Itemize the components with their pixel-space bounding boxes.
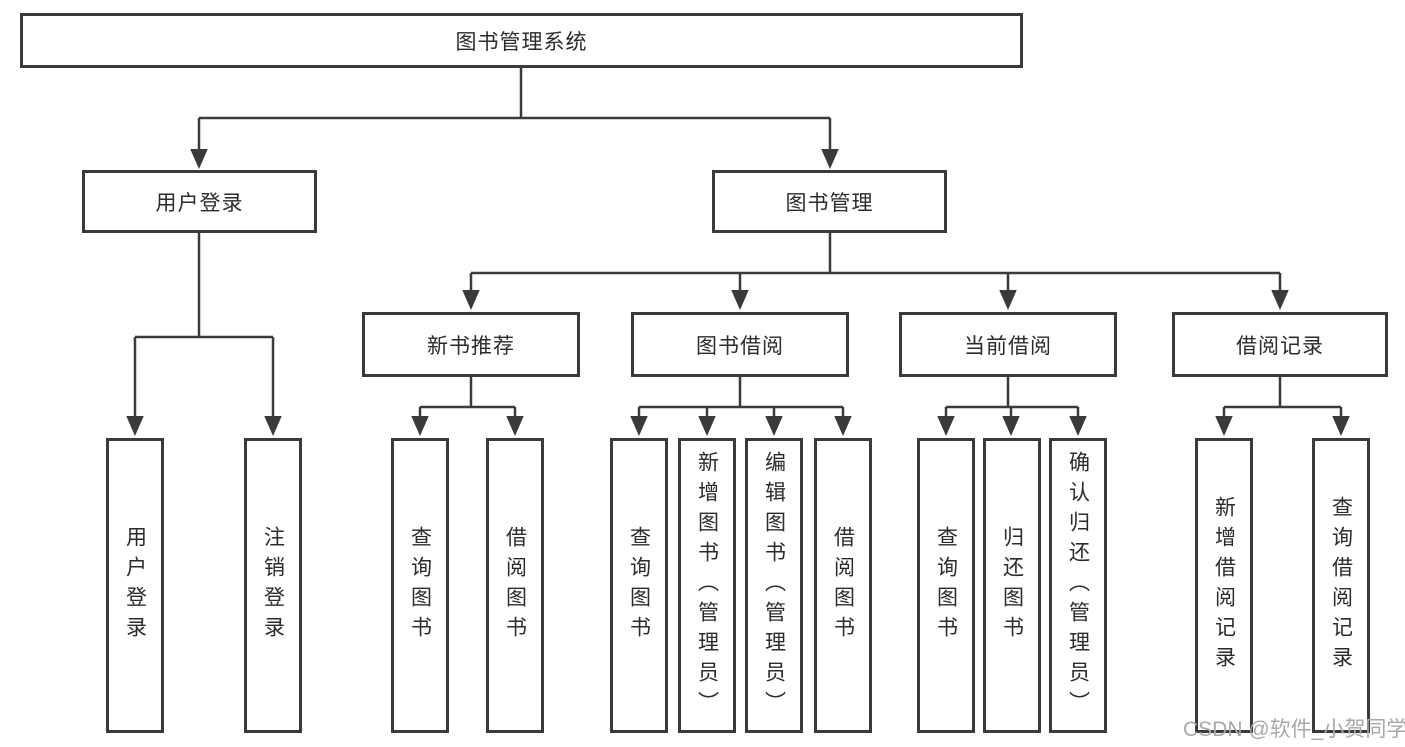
node-label: 图书借阅 xyxy=(696,334,784,358)
node-book-management: 图书管理 xyxy=(712,170,947,233)
leaf-borrowing-add-book-admin: 新增图书（管理员） xyxy=(678,438,736,733)
leaf-logout: 注销登录 xyxy=(244,438,302,733)
leaf-label: 查询图书 xyxy=(408,525,432,646)
node-label: 借阅记录 xyxy=(1236,334,1324,358)
leaf-recommend-borrow-book: 借阅图书 xyxy=(486,438,544,733)
node-user-login: 用户登录 xyxy=(82,170,317,233)
leaf-label: 借阅图书 xyxy=(503,525,527,646)
leaf-user-login: 用户登录 xyxy=(106,438,164,733)
csdn-watermark: CSDN @软件_小贺同学 xyxy=(1183,718,1405,741)
node-label: 用户登录 xyxy=(155,191,244,215)
node-label: 当前借阅 xyxy=(964,334,1052,358)
node-library-management-system: 图书管理系统 xyxy=(20,13,1023,68)
leaf-current-query-book: 查询图书 xyxy=(917,438,975,733)
leaf-records-query-borrow-record: 查询借阅记录 xyxy=(1312,438,1370,733)
leaf-borrowing-query-book: 查询图书 xyxy=(610,438,668,733)
leaf-label: 新增图书（管理员） xyxy=(695,450,719,721)
leaf-label: 用户登录 xyxy=(123,525,147,646)
leaf-label: 归还图书 xyxy=(1000,525,1024,646)
leaf-label: 确认归还（管理员） xyxy=(1066,450,1090,721)
node-label: 图书管理 xyxy=(785,191,874,215)
node-label: 新书推荐 xyxy=(427,334,515,358)
leaf-label: 查询借阅记录 xyxy=(1329,495,1353,676)
node-book-borrowing: 图书借阅 xyxy=(631,312,849,377)
leaf-label: 编辑图书（管理员） xyxy=(762,450,786,721)
node-current-borrowing: 当前借阅 xyxy=(899,312,1117,377)
leaf-label: 查询图书 xyxy=(627,525,651,646)
leaf-recommend-query-book: 查询图书 xyxy=(391,438,449,733)
leaf-records-add-borrow-record: 新增借阅记录 xyxy=(1195,438,1253,733)
leaf-label: 注销登录 xyxy=(261,525,285,646)
leaf-label: 借阅图书 xyxy=(831,525,855,646)
leaf-label: 新增借阅记录 xyxy=(1212,495,1236,676)
leaf-borrowing-edit-book-admin: 编辑图书（管理员） xyxy=(745,438,803,733)
node-borrowing-records: 借阅记录 xyxy=(1172,312,1388,377)
leaf-current-return-book: 归还图书 xyxy=(983,438,1041,733)
node-new-book-recommend: 新书推荐 xyxy=(362,312,580,377)
leaf-label: 查询图书 xyxy=(934,525,958,646)
leaf-current-confirm-return-admin: 确认归还（管理员） xyxy=(1049,438,1107,733)
node-label: 图书管理系统 xyxy=(455,30,588,54)
leaf-borrowing-borrow-book: 借阅图书 xyxy=(814,438,872,733)
